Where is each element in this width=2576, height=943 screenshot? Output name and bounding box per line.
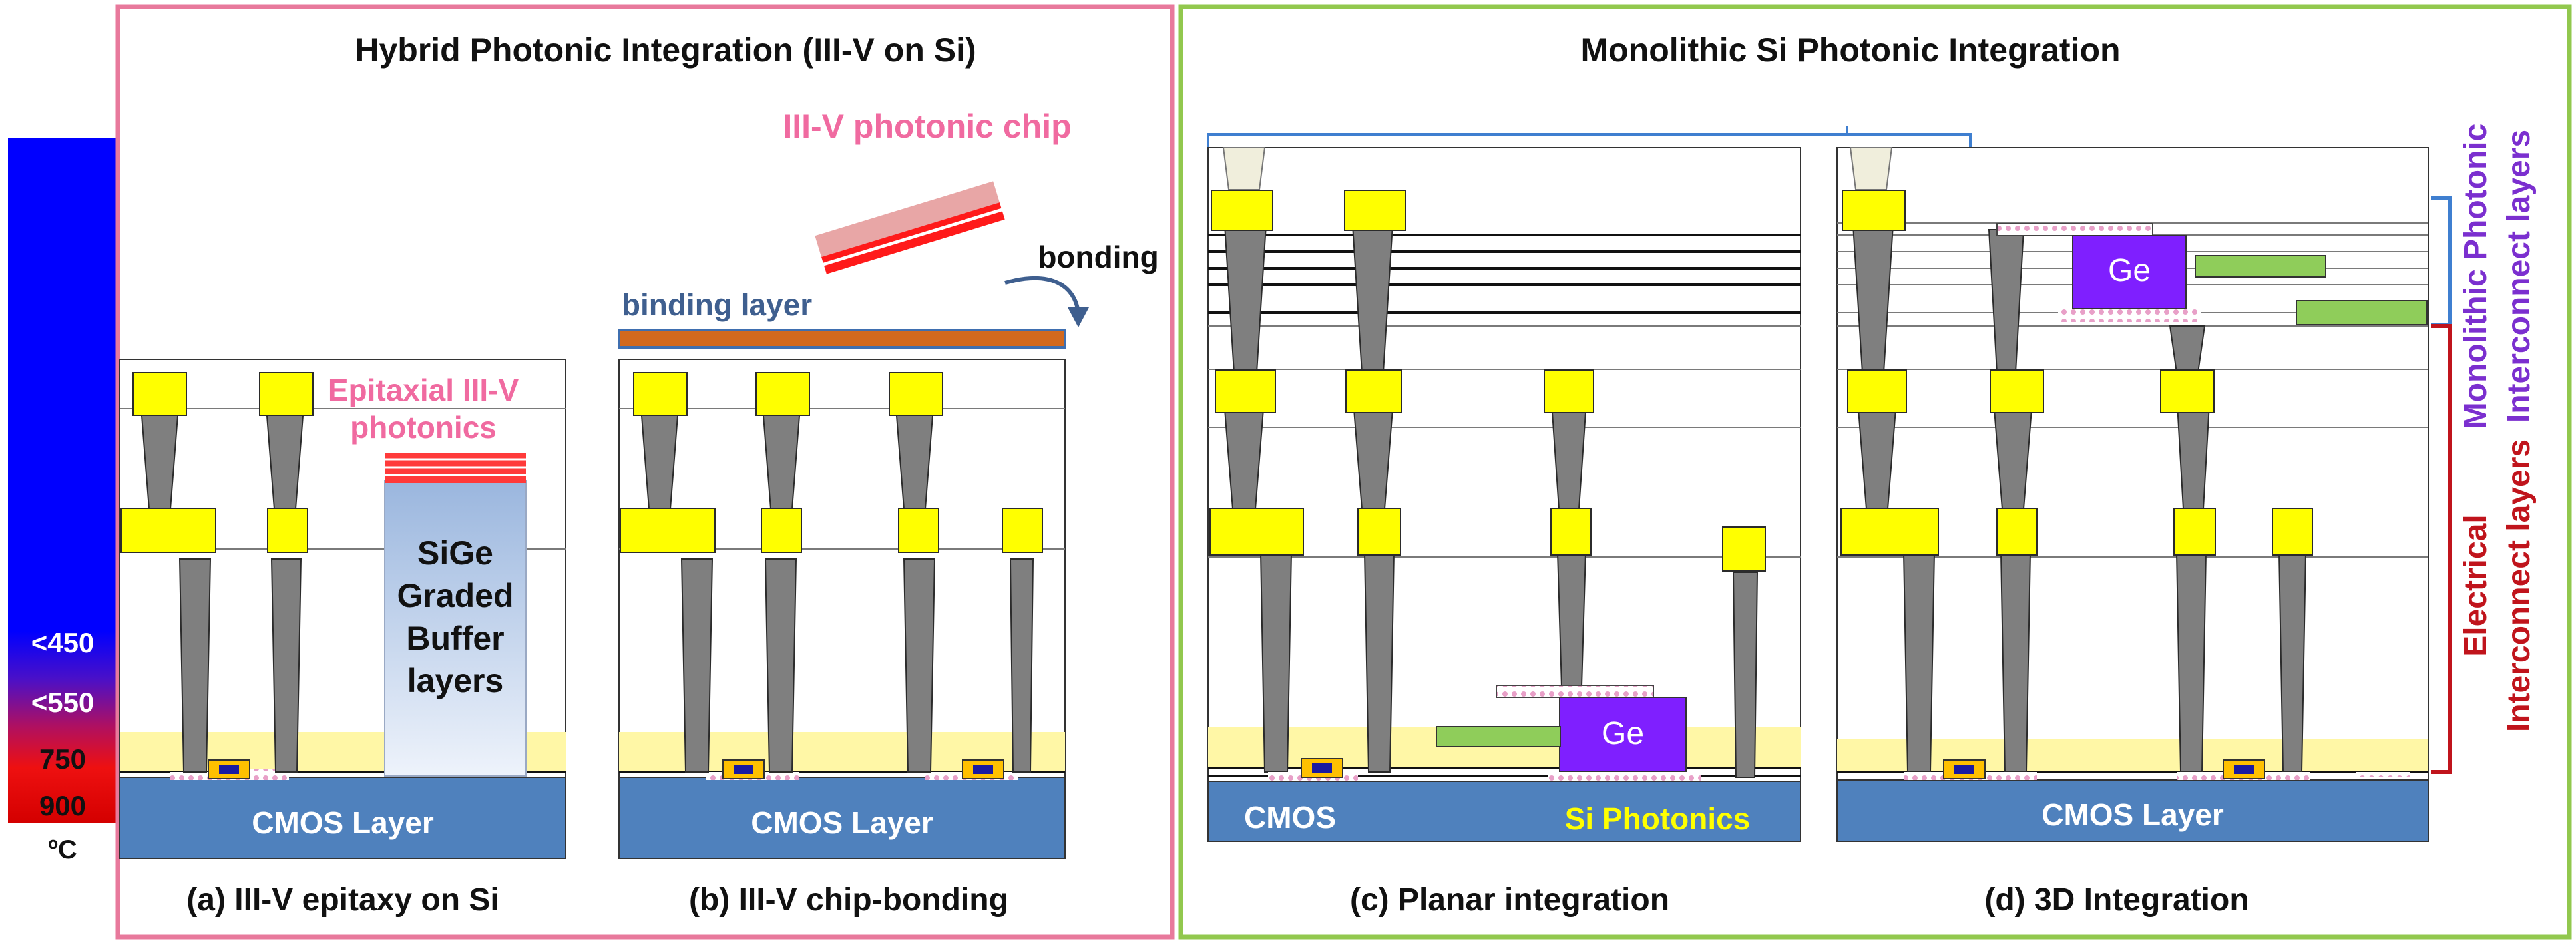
transistor-gate <box>722 759 765 779</box>
iii-v-photonic-chip <box>815 181 1005 274</box>
photonic-layers-label-1: Monolithic Photonic <box>2458 124 2493 429</box>
temp-label-750: 750 <box>39 743 86 775</box>
ge-photodetector <box>2072 235 2187 309</box>
temperature-scale: <450 <550 750 900 ºC <box>8 138 117 864</box>
sige-buffer <box>384 480 527 777</box>
caption-b: (b) III-V chip-bonding <box>689 882 1008 918</box>
top-via-cap <box>1222 147 1266 190</box>
cmos-label-c: CMOS <box>1244 800 1336 835</box>
panel-c: Ge CMOS Si Photonics (c) Planar integrat… <box>1207 147 1801 918</box>
caption-a: (a) III-V epitaxy on Si <box>186 882 499 918</box>
caption-d: (d) 3D Integration <box>1984 882 2249 918</box>
ge-top-contact <box>1496 685 1654 698</box>
ge-label-d: Ge <box>2108 253 2151 288</box>
monolithic-title: Monolithic Si Photonic Integration <box>1580 31 2120 69</box>
bonding-arrow <box>1004 276 1080 313</box>
hybrid-title: Hybrid Photonic Integration (III-V on Si… <box>355 31 976 69</box>
top-via-cap <box>1849 147 1893 190</box>
si-photonics-label: Si Photonics <box>1565 801 1751 836</box>
photonic-layers-label-2: Interconnect layers <box>2501 130 2537 423</box>
cmos-label-b: CMOS Layer <box>751 805 933 840</box>
ge-label-c: Ge <box>1602 716 1644 751</box>
buffer-text-2: Graded <box>397 577 513 614</box>
cmos-layer <box>119 777 566 859</box>
temperature-bar <box>8 138 117 823</box>
cmos-layer <box>1207 781 1801 842</box>
temp-label-450: <450 <box>31 627 95 658</box>
bonding-label: bonding <box>1038 240 1158 274</box>
cmos-label-a: CMOS Layer <box>252 805 434 840</box>
si-waveguide <box>2195 255 2326 278</box>
buffer-text-3: Buffer <box>406 620 504 657</box>
photonic-connector-line <box>1207 133 1972 148</box>
transistor-gate <box>2223 759 2265 779</box>
ge-photodetector <box>1559 697 1687 773</box>
temp-unit: ºC <box>48 835 77 864</box>
buffer-text-1: SiGe <box>417 534 493 572</box>
transistor-gate <box>208 759 250 779</box>
electrical-layers-label-1: Electrical <box>2458 514 2493 656</box>
cmos-label-d: CMOS Layer <box>2041 797 2224 832</box>
panel-a: SiGe Graded Buffer layers Epitaxial III-… <box>119 359 566 918</box>
temp-label-550: <550 <box>31 687 95 718</box>
chip-label: III-V photonic chip <box>783 108 1071 145</box>
panel-d: Ge CMOS Layer (d) 3D Integration <box>1836 147 2429 918</box>
transistor-gate <box>1301 758 1343 778</box>
ge-top-contact <box>1996 223 2153 236</box>
binding-layer-label: binding layer <box>622 287 812 322</box>
panel-b: III-V photonic chip bonding binding laye… <box>618 108 1159 918</box>
hybrid-frame <box>115 4 1175 940</box>
photonic-layers-bracket <box>2431 196 2452 327</box>
caption-c: (c) Planar integration <box>1350 882 1669 918</box>
binding-layer <box>618 329 1066 349</box>
cmos-layer <box>1836 779 2429 842</box>
transistor-gate <box>962 759 1004 779</box>
si-waveguide <box>1436 726 1561 747</box>
si-waveguide <box>2296 300 2428 325</box>
monolithic-frame <box>1178 4 2572 940</box>
transistor-gate <box>1943 759 1986 779</box>
electrical-layers-label-2: Interconnect layers <box>2501 439 2537 732</box>
epi-label-1: Epitaxial III-V <box>328 373 519 407</box>
epi-label-2: photonics <box>350 410 497 445</box>
cmos-layer <box>618 777 1066 859</box>
electrical-layers-bracket <box>2431 324 2452 774</box>
liner-band <box>1837 739 2428 772</box>
temp-label-900: 900 <box>39 790 86 821</box>
buffer-text-4: layers <box>407 662 504 699</box>
